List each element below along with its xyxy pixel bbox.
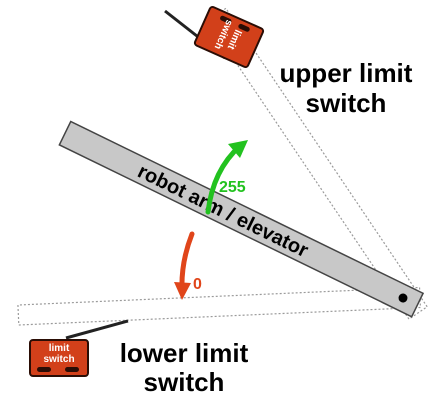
upper-limit-switch: limit switch	[164, 5, 265, 69]
lower-switch-text-line2: switch	[43, 354, 74, 365]
lower-switch-label-line2: switch	[144, 367, 225, 397]
down-arrow-shaft	[179, 231, 195, 293]
pivot-icon	[398, 293, 408, 303]
robot-arm-label: robot arm / elevator	[134, 160, 312, 262]
down-value-label: 0	[193, 276, 202, 293]
lower-arm-ghost-outline	[17, 286, 422, 326]
upper-switch-body	[193, 5, 265, 69]
down-arrow-head	[174, 282, 191, 300]
robot-arm-body	[58, 120, 425, 318]
upper-arm-ghost-outline	[206, 7, 429, 320]
up-value-label: 255	[219, 179, 246, 196]
lower-limit-switch: limit switch	[29, 319, 129, 377]
upper-switch-label-line2: switch	[306, 88, 387, 118]
lower-switch-text-line1: limit	[49, 343, 70, 354]
lower-switch-lever	[65, 319, 129, 340]
down-arrow	[174, 231, 195, 300]
lower-arm-ghost	[17, 286, 422, 326]
up-arrow	[205, 140, 248, 215]
up-arrow-head	[228, 140, 248, 158]
upper-switch-label-line1: upper limit	[280, 58, 413, 88]
upper-arm-ghost	[206, 7, 429, 320]
lower-switch-label-line1: lower limit	[120, 338, 249, 368]
